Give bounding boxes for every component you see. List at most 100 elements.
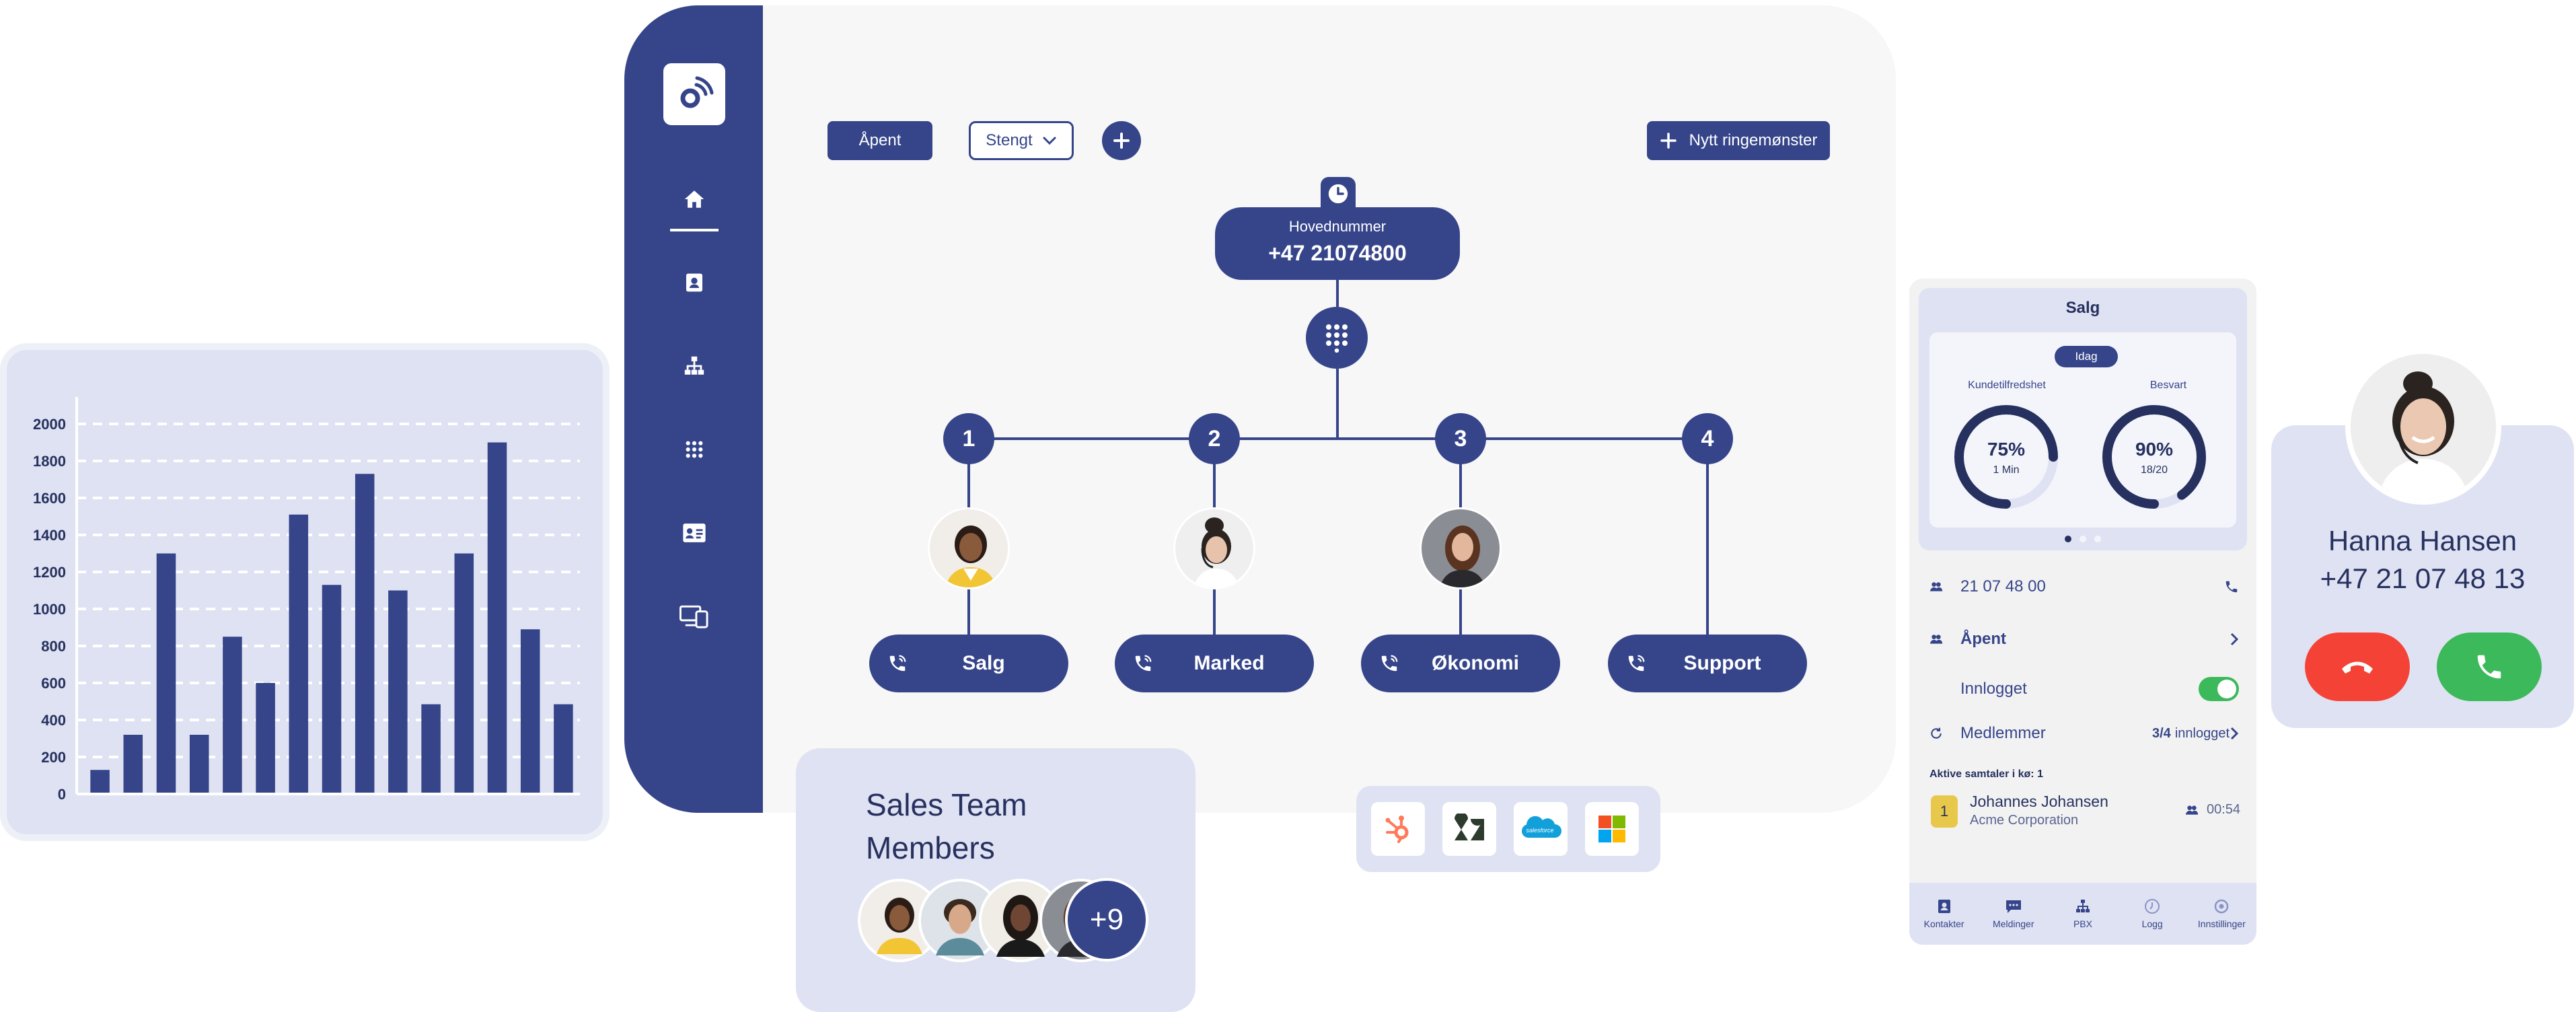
salesforce-tile[interactable]: salesforce (1514, 802, 1568, 856)
period-chip[interactable]: Idag (2055, 346, 2118, 367)
new-ring-pattern-button[interactable]: Nytt ringemønster (1647, 121, 1830, 160)
ivr-keypad-node[interactable] (1306, 307, 1368, 369)
org-chart-icon (684, 356, 704, 375)
caller-avatar (2345, 349, 2501, 505)
row-members[interactable]: Medlemmer 3/4 innlogget (1929, 724, 2239, 743)
queue-okonomi[interactable]: Økonomi (1361, 635, 1560, 692)
step-2[interactable]: 2 (1189, 413, 1240, 464)
step-1[interactable]: 1 (943, 413, 994, 464)
team-title: Sales Team Members (866, 787, 1027, 865)
main-number-label: Hovednummer (1288, 218, 1387, 235)
accept-button[interactable] (2437, 632, 2542, 701)
page-dots[interactable] (2060, 534, 2107, 544)
tab-settings[interactable]: Innstillinger (2191, 898, 2252, 929)
gauge1-value: 75% (1987, 439, 2026, 460)
phone-ring-icon (1628, 655, 1645, 672)
y-tick-label: 2000 (33, 416, 66, 433)
queue-label: Salg (962, 652, 1005, 674)
step-3[interactable]: 3 (1435, 413, 1486, 464)
home-icon (684, 190, 704, 208)
gauges (1954, 405, 2206, 509)
caller-name[interactable]: Johannes Johansen (1970, 793, 2108, 810)
microsoft-tile[interactable] (1585, 802, 1639, 856)
bar (454, 553, 474, 794)
nav-devices[interactable] (663, 596, 725, 637)
bar (156, 553, 176, 794)
bar (487, 442, 507, 794)
logo-icon (680, 76, 714, 108)
nav-pbx[interactable] (663, 346, 725, 386)
new-ring-pattern-label: Nytt ringemønster (1689, 131, 1818, 149)
add-button[interactable] (1102, 121, 1141, 160)
row-number[interactable]: 21 07 48 00 (1929, 577, 2239, 596)
queue-support[interactable]: Support (1608, 635, 1807, 692)
hubspot-tile[interactable] (1371, 802, 1425, 856)
app-logo[interactable] (663, 63, 725, 125)
members-count: 3/4 (2152, 725, 2171, 741)
clock-icon (2145, 899, 2160, 914)
main-number-value: +47 21074800 (1268, 241, 1407, 265)
bar (223, 637, 242, 794)
gauge1-arc (1954, 405, 2058, 509)
org-chart-icon (2075, 900, 2090, 912)
gauge2-value: 90% (2135, 439, 2174, 460)
queue-marked[interactable]: Marked (1115, 635, 1314, 692)
active-indicator (670, 229, 719, 231)
clock-icon (1328, 184, 1348, 204)
y-tick-label: 0 (58, 786, 66, 803)
tab-label: Innstillinger (2197, 918, 2246, 929)
row-status[interactable]: Åpent (1929, 630, 2239, 649)
nav-keypad[interactable] (663, 429, 725, 470)
tab-contacts[interactable]: Kontakter (1913, 898, 1975, 929)
zendesk-tile[interactable] (1442, 802, 1496, 856)
pbx-window: Åpent Stengt Nytt ringemønster Hovednumm… (624, 5, 1896, 813)
tab-label: PBX (2073, 918, 2092, 929)
queue-stats-panel: Salg Idag Kundetilfredshet Besvart 75% 1… (1919, 288, 2247, 550)
chevron-down-icon (1043, 137, 1056, 145)
bar (322, 585, 342, 794)
main-number-node[interactable]: Hovednummer +47 21074800 (1215, 207, 1460, 280)
nav-contacts[interactable] (663, 262, 725, 303)
caller-company: Acme Corporation (1970, 813, 2079, 828)
queue-salg[interactable]: Salg (869, 635, 1068, 692)
chat-icon (2005, 900, 2021, 913)
devices-icon (679, 605, 708, 628)
member-avatar (918, 879, 1002, 962)
step-4[interactable]: 4 (1682, 413, 1733, 464)
tab-log[interactable]: Logg (2121, 898, 2183, 929)
y-tick-label: 1600 (33, 490, 66, 507)
y-tick-label: 400 (41, 712, 66, 729)
nav-home[interactable] (663, 179, 725, 219)
more-members-badge[interactable]: +9 (1065, 878, 1148, 962)
call-duration: 00:54 (2207, 802, 2241, 817)
bar (388, 590, 408, 794)
chevron-right-icon (2230, 632, 2239, 646)
phone-ring-icon (1135, 655, 1152, 672)
nav-directory[interactable] (663, 513, 725, 553)
contact-card-icon (686, 273, 702, 292)
open-button[interactable]: Åpent (827, 121, 932, 160)
bar (90, 770, 110, 794)
bar (256, 683, 275, 794)
tab-pbx[interactable]: PBX (2052, 898, 2114, 929)
queue-number: 21 07 48 00 (1960, 577, 2046, 595)
logged-in-toggle[interactable] (2199, 677, 2239, 701)
closed-dropdown[interactable]: Stengt (969, 121, 1074, 160)
bar (189, 735, 209, 794)
gauge2-sub: 18/20 (2140, 464, 2168, 476)
queue-status: Åpent (1960, 630, 2006, 648)
agent-avatar (1420, 507, 1502, 589)
caller-index-badge: 1 (1931, 795, 1958, 828)
phone-ring-icon (889, 655, 906, 672)
mobile-app: Salg Idag Kundetilfredshet Besvart 75% 1… (1909, 279, 2256, 945)
y-tick-label: 1000 (33, 601, 66, 618)
active-calls-label: Aktive samtaler i kø: 1 (1929, 768, 2043, 780)
flow-lines (967, 280, 1709, 658)
decline-button[interactable] (2305, 632, 2410, 701)
agent-avatar (1173, 507, 1255, 589)
queue-label: Support (1683, 652, 1761, 674)
closed-dropdown-label: Stengt (986, 131, 1033, 149)
tab-messages[interactable]: Meldinger (1983, 898, 2045, 929)
schedule-tab[interactable] (1321, 177, 1356, 211)
group-icon (1929, 635, 1943, 644)
